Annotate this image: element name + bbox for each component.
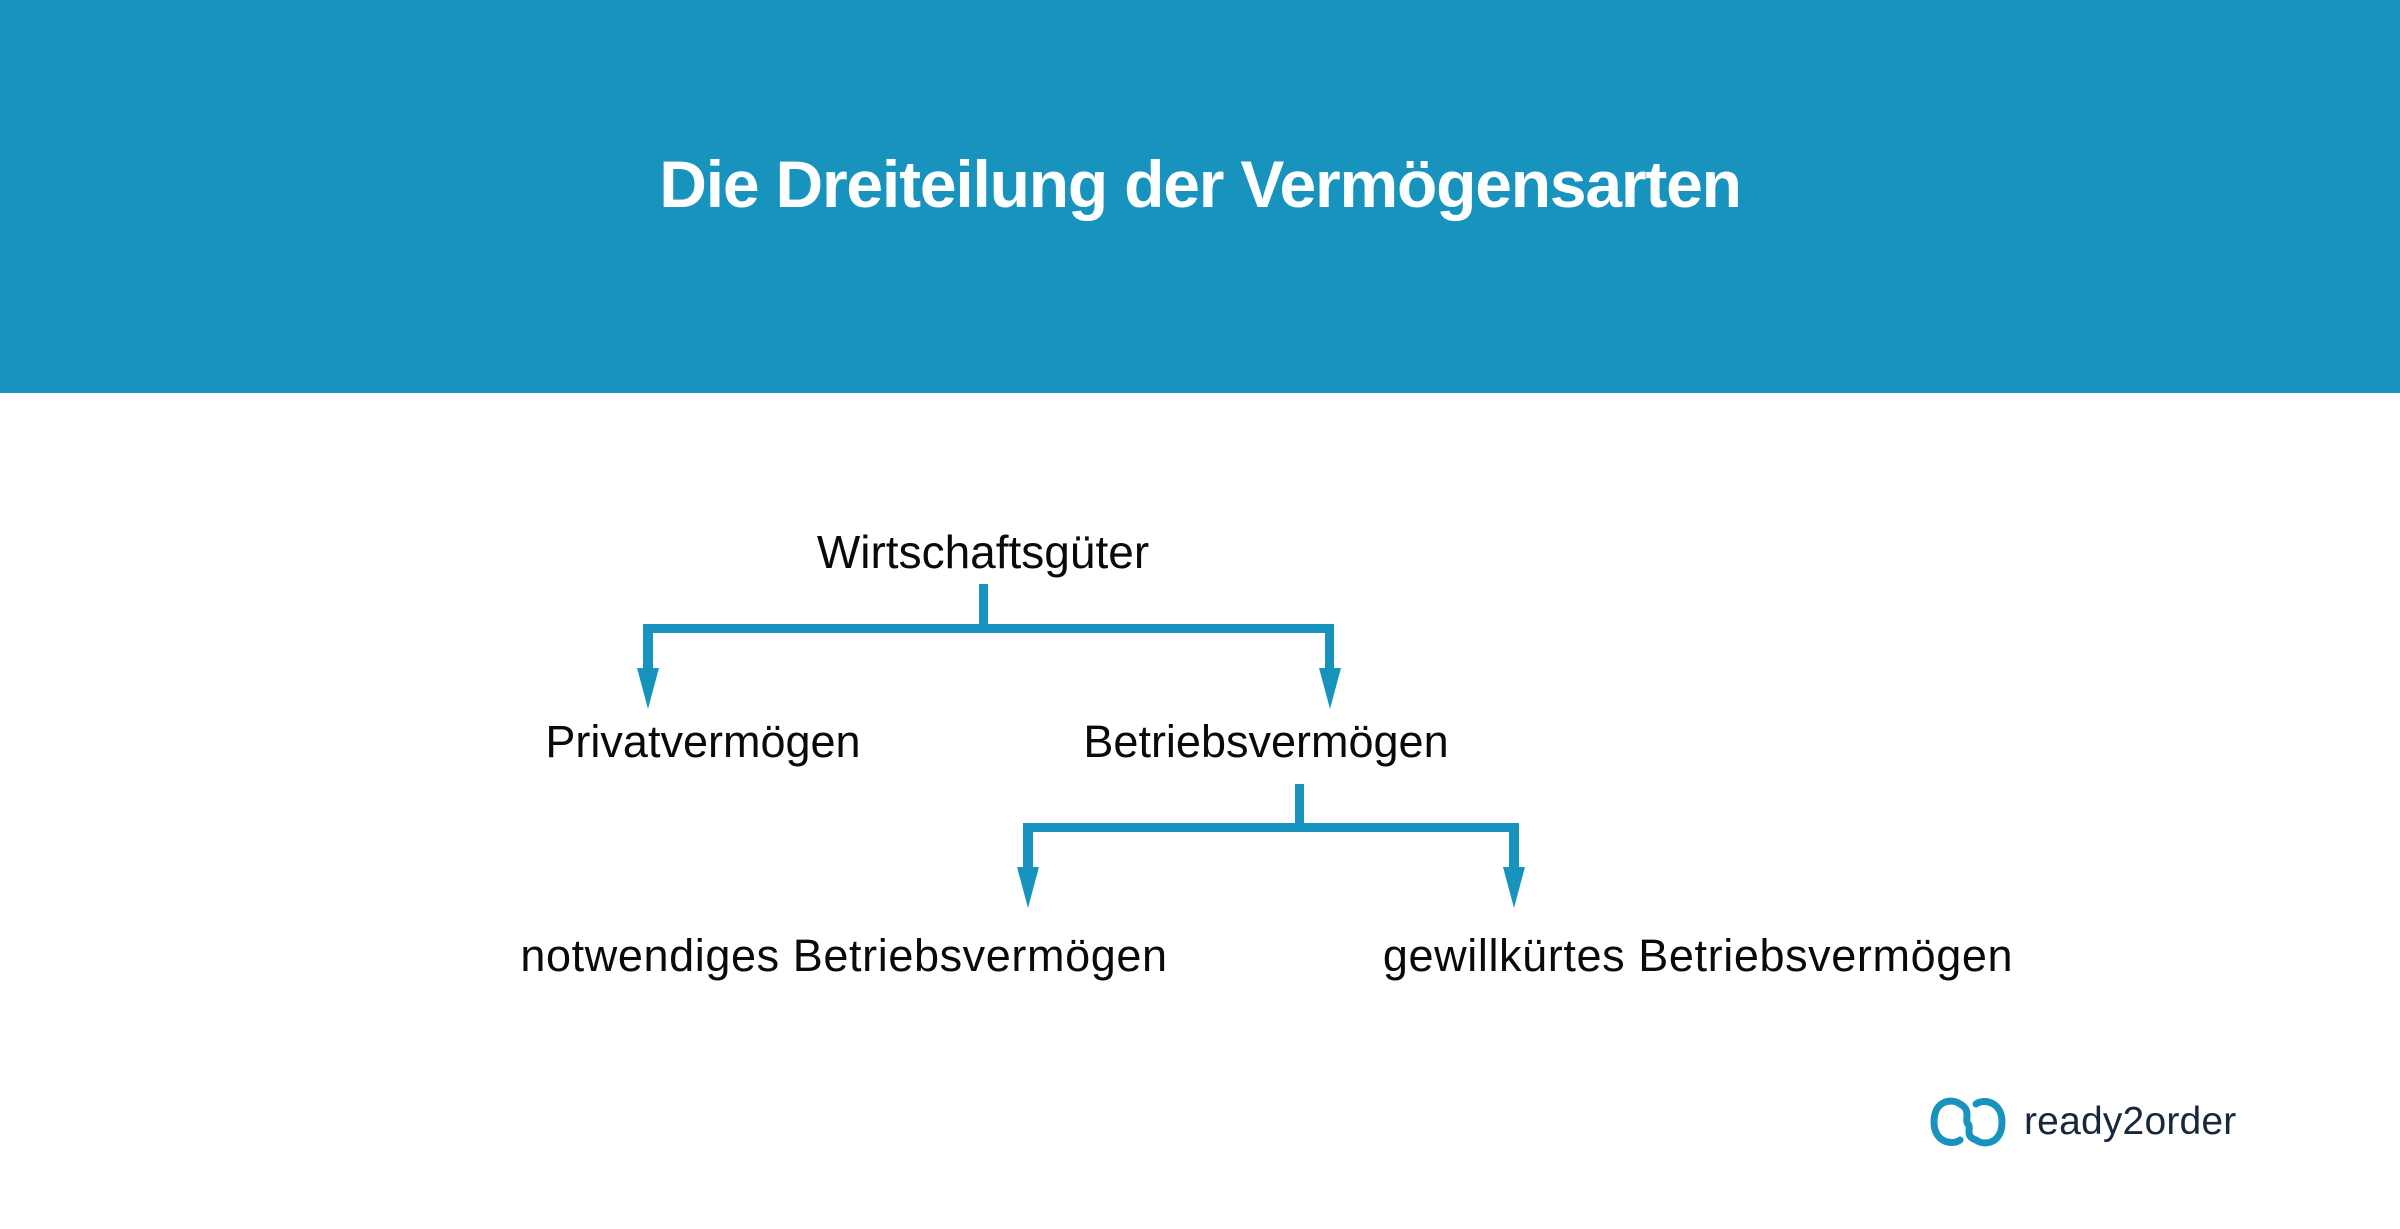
ready2order-logo: ready2order [1930,1094,2237,1150]
node-privatvermoegen: Privatvermögen [545,716,861,767]
root-branch-bar [643,624,1334,633]
ready2order-logo-icon [1930,1097,2006,1147]
node-wirtschaftsgueter: Wirtschaftsgüter [816,526,1150,578]
header-banner: Die Dreiteilung der Vermögensarten [0,0,2400,393]
optional-drop-line [1509,823,1519,869]
private-arrow-icon [637,668,659,709]
optional-arrow-icon [1503,867,1525,908]
business-branch-bar [1023,823,1519,832]
ready2order-logo-text: ready2order [2024,1100,2237,1143]
business-drop-line [1325,624,1334,670]
page-title: Die Dreiteilung der Vermögensarten [659,147,1742,221]
node-betriebsvermoegen: Betriebsvermögen [1083,716,1449,767]
root-stem [979,584,988,629]
necessary-arrow-icon [1017,867,1039,908]
business-stem [1295,784,1304,828]
business-arrow-icon [1319,668,1341,709]
private-drop-line [643,624,653,670]
node-notwendiges-betriebsvermoegen: notwendiges Betriebsvermögen [520,930,1168,981]
node-gewillkuertes-betriebsvermoegen: gewillkürtes Betriebsvermögen [1382,930,2014,981]
necessary-drop-line [1023,823,1033,869]
